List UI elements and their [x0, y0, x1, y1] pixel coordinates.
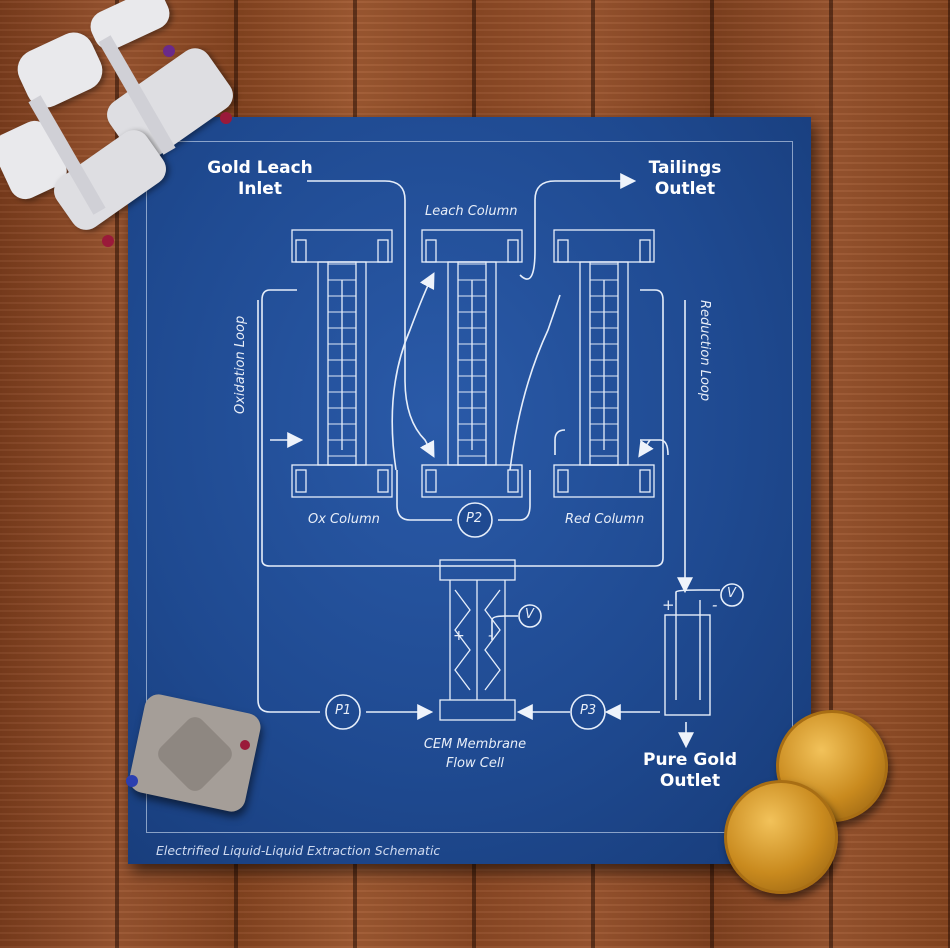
voltmeter-1-label: V [525, 607, 534, 622]
blueprint-border [146, 141, 793, 833]
cem-minus-sign: - [488, 628, 494, 644]
ox-column-label: Ox Column [308, 512, 380, 527]
leach-column-label: Leach Column [425, 204, 518, 219]
reduction-loop-label: Reduction Loop [697, 300, 712, 402]
oxidation-loop-label: Oxidation Loop [233, 315, 248, 414]
column-assembly-model [0, 0, 240, 260]
pump-p2-label: P2 [466, 511, 483, 526]
plus-sign: + [662, 596, 675, 614]
cem-cell-drawing [439, 559, 516, 721]
pump-p1-label: P1 [335, 703, 352, 718]
schematic-title-footer: Electrified Liquid-Liquid Extraction Sch… [156, 843, 441, 858]
voltmeter-2-label: V [727, 586, 736, 601]
voltmeter-2-shape [720, 583, 744, 607]
pure-gold-outlet-label: Pure Gold Outlet [642, 750, 738, 791]
pump-p2-shape [457, 502, 493, 538]
flow-cell-model [126, 691, 264, 815]
cem-plus-sign: + [453, 628, 465, 644]
gold-leach-inlet-label: Gold Leach Inlet [207, 158, 313, 199]
cem-membrane-flow-cell-label: CEM Membrane Flow Cell [423, 737, 527, 771]
pump-p3-label: P3 [580, 703, 597, 718]
minus-sign: - [712, 596, 718, 614]
voltmeter-1-shape [518, 604, 542, 628]
pump-p3-shape [570, 694, 606, 730]
gold-coin-bottom [724, 780, 838, 894]
tailings-outlet-label: Tailings Outlet [648, 158, 722, 199]
red-column-label: Red Column [565, 512, 645, 527]
pump-p1-shape [325, 694, 361, 730]
